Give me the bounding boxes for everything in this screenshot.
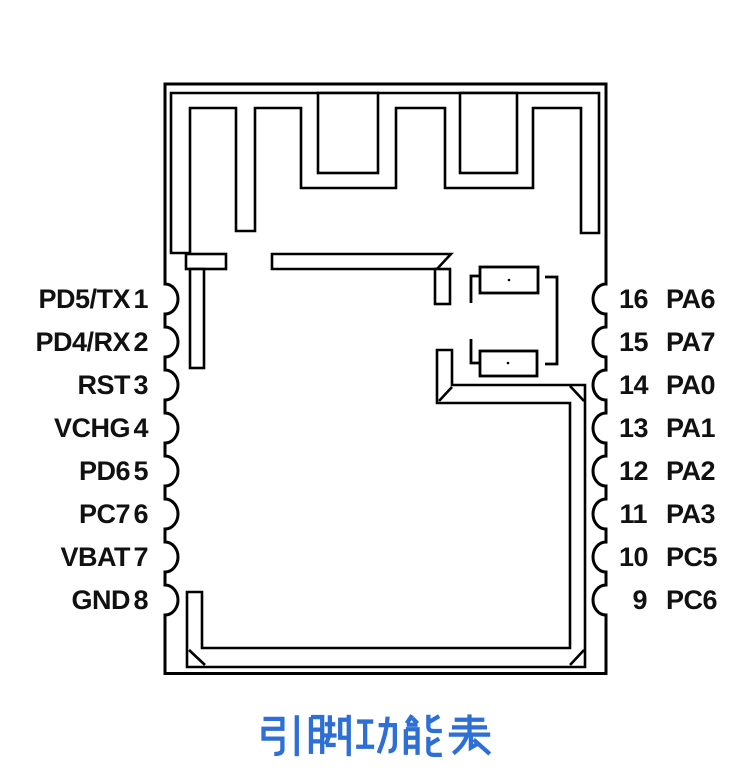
- crystal-pad-dot: [506, 361, 510, 365]
- pin-label: PD4/RX: [35, 327, 130, 357]
- pin-number: 7: [133, 542, 148, 572]
- pin-row-right-11: 11 PA3: [619, 498, 739, 530]
- pin-row-right-9: 9 PC6: [619, 584, 739, 616]
- pin-label: RST: [77, 370, 131, 400]
- pin-label: PA1: [666, 413, 716, 443]
- pin-label: PC5: [666, 542, 718, 572]
- meander-antenna-icon: [169, 91, 601, 255]
- pin-number: 15: [619, 327, 649, 357]
- pin-label: PC7: [78, 499, 131, 529]
- pin-label: PA7: [666, 327, 716, 357]
- pin-label: PD6: [78, 456, 131, 486]
- pin-number: 4: [133, 413, 148, 443]
- pin-number: 6: [133, 499, 148, 529]
- module-outline: [163, 82, 608, 675]
- shield-top-tab: [433, 267, 452, 306]
- shield-bracket: [185, 348, 587, 669]
- component-t-trace: [184, 252, 228, 370]
- pin-number: 13: [619, 413, 649, 443]
- pin-row-right-13: 13 PA1: [619, 412, 739, 444]
- title-glyph: [403, 713, 442, 757]
- pin-number: 1: [133, 284, 148, 314]
- title-glyph: [308, 714, 351, 756]
- pin-label: GND: [71, 585, 131, 615]
- pin-label: PA0: [666, 370, 716, 400]
- pin-label: PA2: [666, 456, 716, 486]
- module-border-right-castellated: [591, 84, 608, 674]
- pin-number: 5: [133, 456, 148, 486]
- crystal-pads-icon: [469, 265, 559, 378]
- antenna-trace: [169, 91, 601, 255]
- crystal-bracket: [545, 275, 559, 366]
- shield-bevel: [188, 649, 206, 666]
- title-glyph: [355, 715, 397, 754]
- pin-label: VBAT: [60, 542, 131, 572]
- pin-label: PA3: [666, 499, 716, 529]
- pin-row-right-10: 10 PC5: [619, 541, 739, 573]
- pin-number: 11: [619, 499, 647, 529]
- module-border-left-castellated: [163, 84, 180, 674]
- pin-row-right-14: 14 PA0: [619, 369, 739, 401]
- pin-label: VCHG: [53, 413, 131, 443]
- antenna-slot: [316, 91, 380, 175]
- page-title: 引脚功能表: [0, 710, 750, 760]
- shield-bevel: [569, 649, 585, 666]
- shield-top-edge: [270, 252, 454, 271]
- shield-bevel: [438, 386, 453, 402]
- shield-bevel: [569, 385, 585, 402]
- pin-number: 16: [619, 284, 649, 314]
- pin-number: 12: [619, 456, 649, 486]
- pin-number: 8: [133, 585, 148, 615]
- pin-number: 3: [133, 370, 148, 400]
- t-trace-bar: [184, 252, 228, 271]
- pin-label: PA6: [666, 284, 716, 314]
- crystal-pad-dot: [507, 278, 511, 282]
- pin-number: 14: [619, 370, 649, 400]
- t-trace-stem: [188, 267, 206, 370]
- pin-row-right-12: 12 PA2: [619, 455, 739, 487]
- pin-label: PD5/TX: [38, 284, 130, 314]
- pin-label: PC6: [666, 585, 718, 615]
- pin-row-right-15: 15 PA7: [619, 326, 739, 358]
- title-glyph-art: [259, 713, 492, 758]
- title-glyph: [260, 714, 299, 756]
- pin-number: 2: [133, 327, 148, 357]
- rf-shield-outline-icon: [185, 252, 587, 669]
- pin-number: 9: [632, 585, 647, 615]
- pin-number: 10: [619, 542, 649, 572]
- antenna-slot: [458, 91, 519, 175]
- pin-row-right-16: 16 PA6: [619, 283, 739, 315]
- title-glyph: [448, 713, 491, 756]
